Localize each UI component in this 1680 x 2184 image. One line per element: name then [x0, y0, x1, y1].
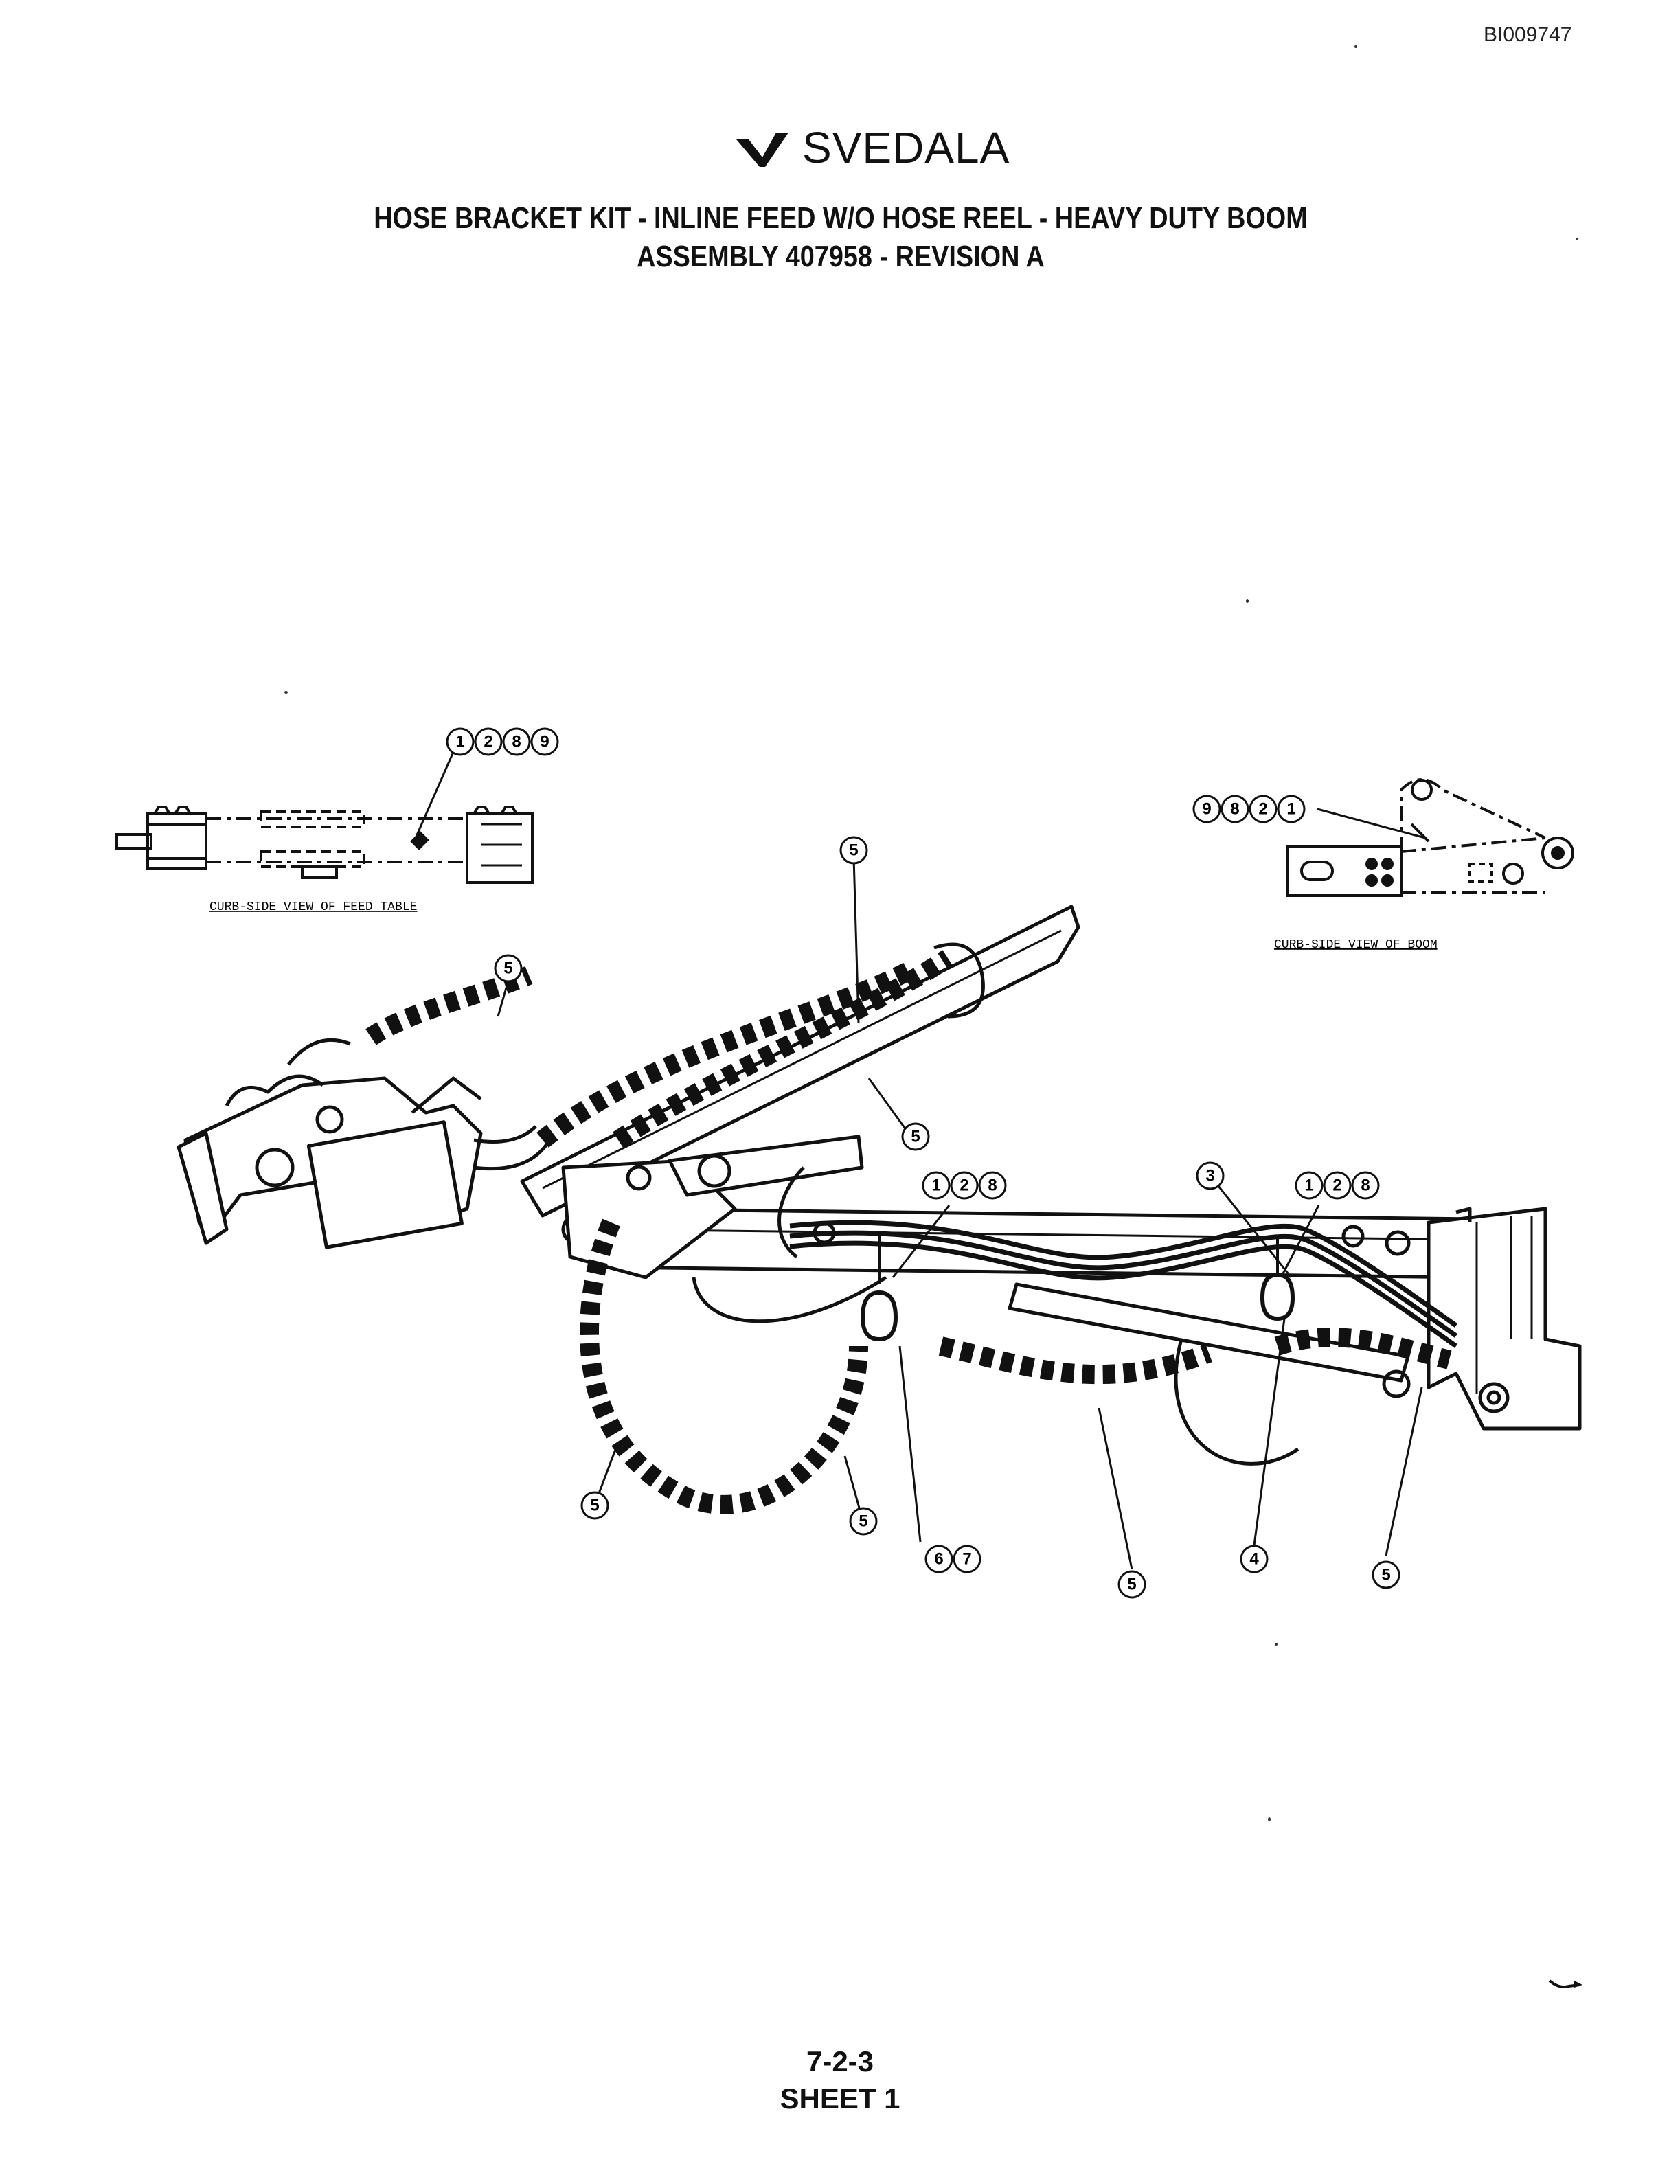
svg-text:6: 6	[934, 1550, 943, 1569]
svg-text:8: 8	[1361, 1176, 1370, 1195]
callout-bubble-8: 8	[1351, 1171, 1380, 1200]
boom-detail-callout: 9 8 2 1	[1192, 795, 1306, 823]
svg-text:8: 8	[988, 1176, 997, 1195]
callout-bubble-2: 2	[1323, 1171, 1352, 1200]
main-callout-128-a: 1 2 8	[922, 1171, 1007, 1200]
svg-text:2: 2	[1258, 800, 1267, 819]
brand-logo: SVEDALA	[735, 117, 1010, 179]
assembly-drawing: 1 2 8 9 CURB-SIDE VIEW OF FEED TABLE	[115, 727, 1582, 1599]
feed-table-view-label: CURB-SIDE VIEW OF FEED TABLE	[209, 900, 417, 914]
svg-text:4: 4	[1249, 1550, 1259, 1569]
document-id: BI009747	[1484, 23, 1572, 46]
drawing-title: HOSE BRACKET KIT - INLINE FEED W/O HOSE …	[118, 199, 1563, 276]
callout-bubble-6: 6	[924, 1545, 953, 1573]
svedala-logo-icon	[736, 133, 788, 167]
boom-assembly	[177, 905, 1582, 1466]
main-callout-128-b: 1 2 8	[1295, 1171, 1380, 1200]
callout-bubble-8: 8	[978, 1171, 1007, 1200]
scan-speck	[1354, 45, 1357, 48]
page-number: 7-2-3	[806, 2045, 874, 2078]
svg-text:5: 5	[859, 1512, 867, 1531]
svg-text:9: 9	[540, 733, 549, 751]
scan-speck	[1246, 599, 1249, 603]
callout-bubble-9: 9	[1192, 795, 1221, 823]
svg-text:5: 5	[590, 1497, 599, 1515]
callout-bubble-7: 7	[953, 1545, 981, 1573]
callout-bubble-1: 1	[1295, 1171, 1324, 1200]
svg-text:5: 5	[503, 959, 512, 978]
spiral-wraps	[365, 950, 1452, 1514]
callout-bubble-9: 9	[530, 727, 559, 756]
callout-bubble-1: 1	[922, 1171, 951, 1200]
callout-item-3: 3	[1196, 1161, 1225, 1190]
svg-text:1: 1	[1304, 1176, 1313, 1195]
callout-bubble-1: 1	[1277, 795, 1306, 823]
callout-bubble-8: 8	[502, 727, 531, 756]
callout-bubble-2: 2	[474, 727, 503, 756]
boom-view	[1286, 778, 1574, 897]
svg-text:7: 7	[962, 1550, 971, 1569]
callout-bubble-1: 1	[446, 727, 475, 756]
svg-text:1: 1	[455, 733, 464, 751]
svg-text:2: 2	[1332, 1176, 1341, 1195]
leader-lines	[497, 856, 1423, 1570]
sheet-number: SHEET 1	[780, 2082, 900, 2115]
svg-text:8: 8	[1230, 800, 1239, 819]
callout-bubble-2: 2	[950, 1171, 979, 1200]
scan-speck	[284, 691, 288, 694]
callout-spiral-wrap: 5 5 5 5 5 5 5	[494, 836, 1400, 1599]
scan-speck	[1275, 1643, 1278, 1646]
svg-text:3: 3	[1205, 1167, 1214, 1185]
callout-bubble-2: 2	[1249, 795, 1278, 823]
svg-text:2: 2	[960, 1176, 968, 1195]
scan-mark	[1548, 1979, 1582, 1988]
callout-items-6-7: 6 7	[924, 1545, 981, 1573]
scan-speck	[1268, 1817, 1271, 1821]
svg-text:1: 1	[1286, 800, 1295, 819]
svg-text:1: 1	[931, 1176, 940, 1195]
svg-text:2: 2	[484, 733, 492, 751]
title-line-1: HOSE BRACKET KIT - INLINE FEED W/O HOSE …	[374, 201, 1308, 235]
svg-text:9: 9	[1202, 800, 1211, 819]
boom-view-label: CURB-SIDE VIEW OF BOOM	[1274, 938, 1438, 952]
svg-text:5: 5	[849, 841, 858, 860]
scan-speck	[1576, 238, 1578, 240]
callout-item-4: 4	[1240, 1545, 1269, 1573]
svg-text:5: 5	[911, 1128, 920, 1146]
svg-text:5: 5	[1127, 1576, 1136, 1594]
feed-table-view	[115, 751, 534, 884]
feed-table-callout: 1 2 8 9	[446, 727, 559, 756]
brand-name: SVEDALA	[802, 123, 1010, 172]
page-footer: 7-2-3 SHEET 1	[0, 2043, 1680, 2117]
svg-text:5: 5	[1381, 1566, 1390, 1584]
callout-bubble-8: 8	[1221, 795, 1249, 823]
svg-text:8: 8	[512, 733, 521, 751]
title-line-2: ASSEMBLY 407958 - REVISION A	[637, 240, 1045, 273]
